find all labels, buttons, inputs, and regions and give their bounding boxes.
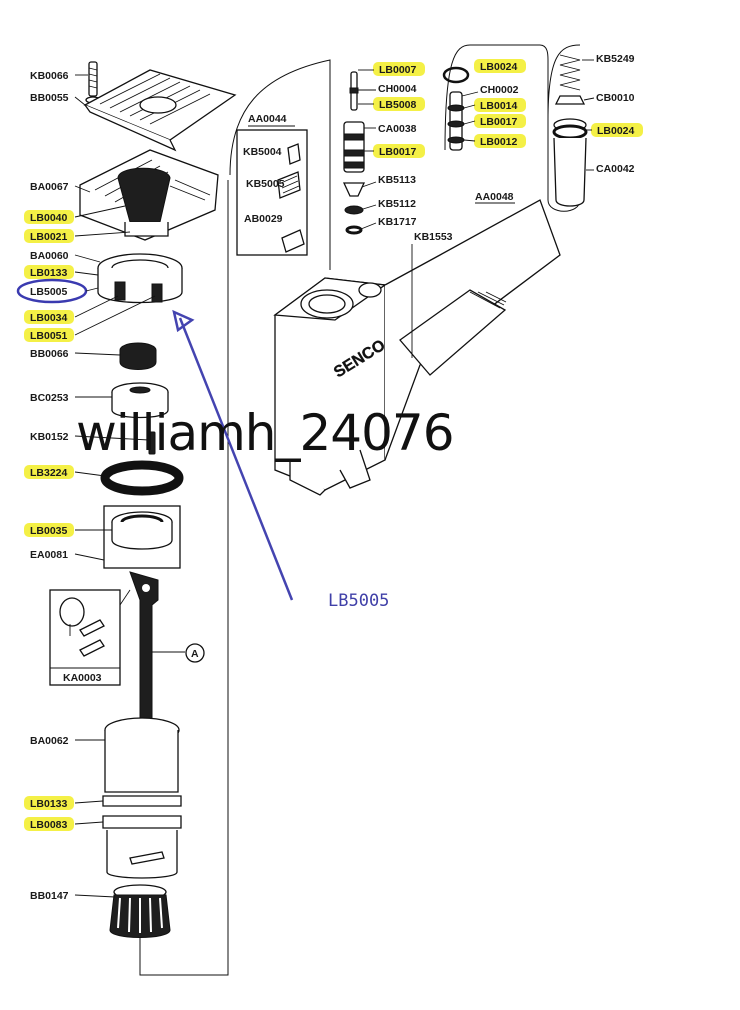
label-lb0017-b: LB0017: [480, 116, 518, 128]
label-ea0081: EA0081: [30, 549, 68, 561]
highlight-lb0017-a: [373, 144, 425, 158]
kit-box: [49, 589, 131, 686]
label-ca0038: CA0038: [378, 123, 417, 135]
label-lb0034: LB0034: [30, 312, 68, 324]
highlight-lb3224: [24, 465, 74, 479]
valve-stem-parts: [342, 71, 366, 235]
cap-part: [119, 342, 157, 370]
highlight-lb5008: [373, 97, 425, 111]
bottom-cap-part: [109, 884, 171, 938]
label-lb0051: LB0051: [30, 330, 68, 342]
highlight-lb0035: [24, 523, 74, 537]
label-lb0007: LB0007: [379, 64, 417, 76]
label-lb0021: LB0021: [30, 231, 68, 243]
label-lb0035: LB0035: [30, 525, 68, 537]
watermark-text: williamh_24076: [76, 404, 454, 462]
highlight-lb0083: [24, 817, 74, 831]
label-ab0029: AB0029: [244, 213, 283, 225]
small-screw-part: [148, 431, 156, 455]
label-ba0067: BA0067: [30, 181, 69, 193]
label-kb5113: KB5113: [378, 174, 416, 186]
label-kb5004: KB5004: [243, 146, 282, 158]
highlight-lb0014: [474, 98, 526, 112]
cylinder-head-part: [79, 149, 219, 241]
label-bc0253: BC0253: [30, 392, 69, 404]
spring-cylinder-part: [552, 54, 588, 207]
label-lb5008: LB5008: [379, 99, 417, 111]
highlight-lb0007: [373, 62, 425, 76]
label-lb0133-top: LB0133: [30, 267, 68, 279]
annotation-arrow: [172, 309, 294, 601]
highlight-lb0024-b: [591, 123, 643, 137]
annotation-label: LB5005: [328, 591, 389, 611]
highlight-lb0012: [474, 134, 526, 148]
label-ch0004: CH0004: [378, 83, 417, 95]
valve-part: [111, 382, 169, 419]
highlight-lb0051: [24, 328, 74, 342]
label-lb0012: LB0012: [480, 136, 518, 148]
label-aa0048: AA0048: [475, 191, 514, 203]
gasket-ring-part: [100, 460, 184, 496]
label-lb3224: LB3224: [30, 467, 68, 479]
cover-plate-part: [83, 69, 237, 152]
label-ka0003: KA0003: [63, 672, 102, 684]
label-aa0044: AA0044: [248, 113, 287, 125]
label-cb0010: CB0010: [596, 92, 635, 104]
cylinder-part: [102, 717, 182, 879]
callout-a-circle: [185, 643, 205, 663]
highlight-lb0133-top: [24, 265, 74, 279]
highlight-lb0024-a: [474, 59, 526, 73]
label-bb0055: BB0055: [30, 92, 69, 104]
label-kb1553: KB1553: [414, 231, 453, 243]
label-kb1717: KB1717: [378, 216, 417, 228]
highlight-lb0133-bottom: [24, 796, 74, 810]
label-lb0133-bottom: LB0133: [30, 798, 68, 810]
label-lb0014: LB0014: [480, 100, 518, 112]
label-lb5005: LB5005: [30, 286, 68, 298]
piston-ring-part: [97, 253, 183, 304]
label-ch0002: CH0002: [480, 84, 519, 96]
assembly-outlines: [139, 44, 581, 976]
label-lb0024-b: LB0024: [597, 125, 635, 137]
highlight-lb0034: [24, 310, 74, 324]
label-kb0152: KB0152: [30, 431, 69, 443]
screw-part: [85, 61, 101, 104]
label-bb0147: BB0147: [30, 890, 69, 902]
label-kb5005: KB5005: [246, 178, 285, 190]
label-bb0066: BB0066: [30, 348, 69, 360]
main-housing: [273, 199, 561, 496]
label-lb0024-a: LB0024: [480, 61, 518, 73]
ch0002-stem-part: [442, 66, 470, 151]
label-lb0040: LB0040: [30, 212, 68, 224]
label-kb5249: KB5249: [596, 53, 635, 65]
label-kb0066: KB0066: [30, 70, 69, 82]
label-circle-a: A: [191, 648, 199, 660]
label-ca0042: CA0042: [596, 163, 635, 175]
highlight-lb0021: [24, 229, 74, 243]
bumper-part: [103, 505, 181, 569]
label-ba0060: BA0060: [30, 250, 69, 262]
highlight-lb0017-b: [474, 114, 526, 128]
highlight-lb0040: [24, 210, 74, 224]
label-lb0083: LB0083: [30, 819, 68, 831]
driver-blade-part: [129, 571, 185, 731]
kit-box-aa0044: [236, 129, 308, 256]
label-ba0062: BA0062: [30, 735, 69, 747]
label-kb5112: KB5112: [378, 198, 416, 210]
label-lb0017-a: LB0017: [379, 146, 417, 158]
